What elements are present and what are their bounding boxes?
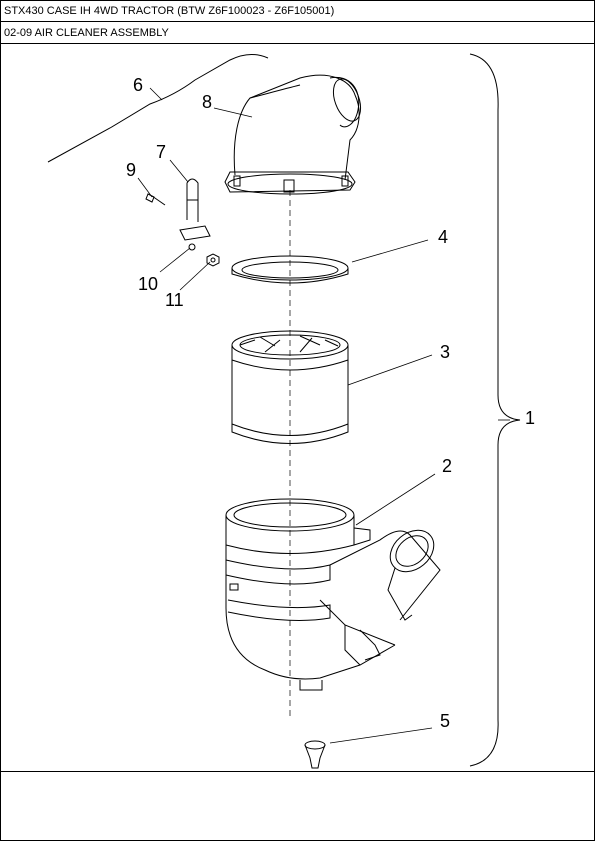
part-2-housing <box>225 498 441 691</box>
leader-lines <box>137 87 510 744</box>
callout-6: 6 <box>133 75 143 95</box>
callout-11: 11 <box>165 290 184 310</box>
callout-5: 5 <box>440 711 450 731</box>
part-9-screw <box>145 193 166 206</box>
part-11-nut <box>206 253 220 267</box>
footer-divider <box>0 771 595 772</box>
exploded-parts-diagram: 1 2 3 4 5 6 7 8 9 10 11 <box>47 53 535 769</box>
part-10-washer <box>188 243 196 251</box>
part-5-valve <box>304 740 326 769</box>
part-3-filter-element <box>231 330 349 444</box>
page-title: STX430 CASE IH 4WD TRACTOR (BTW Z6F10002… <box>0 0 595 22</box>
callout-2: 2 <box>442 456 452 476</box>
assembly-brace <box>469 53 521 767</box>
subassembly-brace <box>47 54 269 163</box>
callout-1: 1 <box>525 408 535 428</box>
callout-8: 8 <box>202 92 212 112</box>
callout-3: 3 <box>440 342 450 362</box>
callout-9: 9 <box>126 160 136 180</box>
callout-4: 4 <box>438 227 448 247</box>
part-8-cover <box>224 74 362 195</box>
section-title: 02-09 AIR CLEANER ASSEMBLY <box>0 22 595 44</box>
part-7-clamp <box>179 178 211 241</box>
part-4-gasket <box>231 255 349 284</box>
callout-7: 7 <box>156 142 166 162</box>
callout-10: 10 <box>138 274 158 294</box>
